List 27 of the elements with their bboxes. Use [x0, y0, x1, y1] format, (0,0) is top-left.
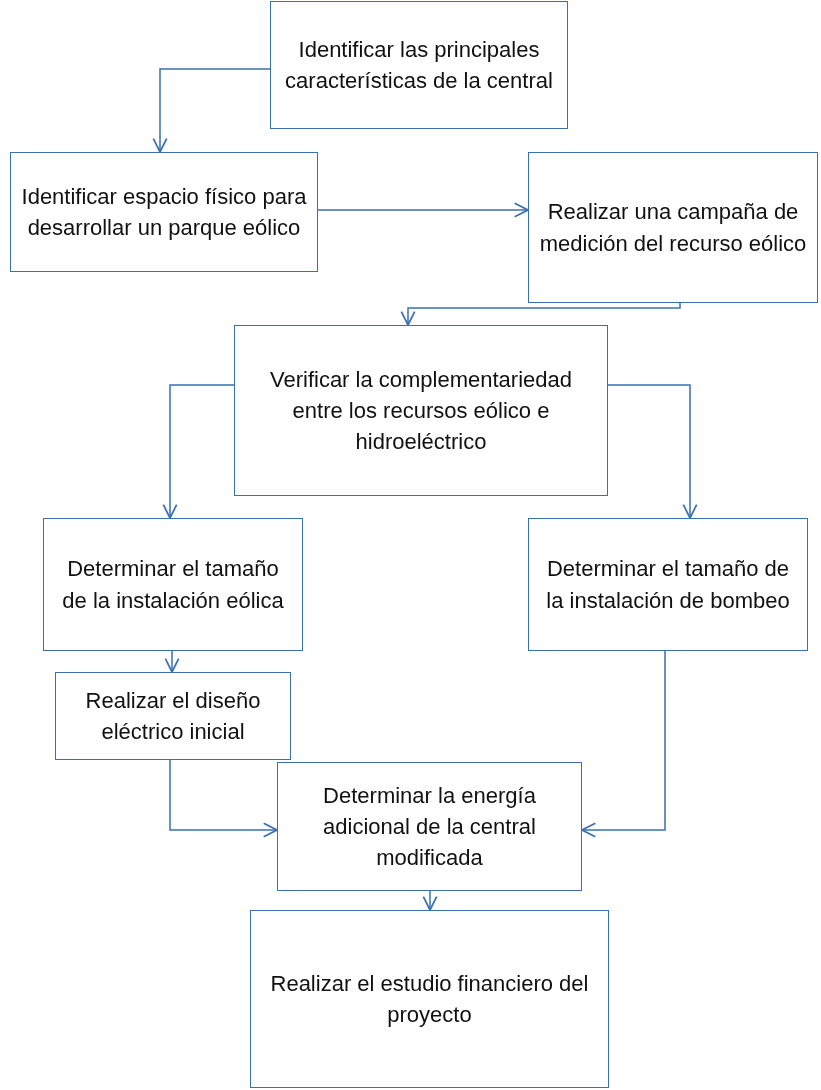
arrow: [152, 68, 271, 153]
process-box: [10, 152, 318, 272]
step-text: Determinar el tamaño de la instalación eólica: [61, 555, 285, 615]
step-text: Realizar una campaña de medición del recurso eólico: [538, 198, 808, 258]
step-text: Realizar el diseño eléctrico inicial: [84, 686, 262, 746]
arrow: [581, 650, 666, 838]
process-box: [234, 325, 608, 496]
arrow: [422, 890, 438, 911]
arrow: [607, 384, 698, 519]
arrow: [400, 302, 681, 326]
arrow: [169, 759, 278, 838]
step-text: Identificar espacio físico para desarrollar un parque eólico: [20, 182, 308, 242]
process-box: [43, 518, 303, 651]
arrow: [162, 384, 235, 519]
process-box: [55, 672, 291, 760]
step-text: Determinar el tamaño de la instalación de bombeo: [545, 555, 791, 615]
arrow: [164, 650, 180, 673]
process-box: [528, 518, 808, 651]
process-box: [250, 910, 609, 1088]
step-text: Determinar la energía adicional de la central modificada: [322, 781, 537, 873]
process-box: [277, 762, 582, 891]
process-box: [270, 1, 568, 129]
step-text: Realizar el estudio financiero del proyecto: [269, 969, 590, 1029]
step-text: Identificar las principales características de la central: [284, 35, 554, 95]
step-text: Verificar la complementariedad entre los recursos eólico e hidroeléctrico: [268, 365, 573, 457]
process-box: [528, 152, 818, 303]
arrow: [317, 202, 529, 218]
